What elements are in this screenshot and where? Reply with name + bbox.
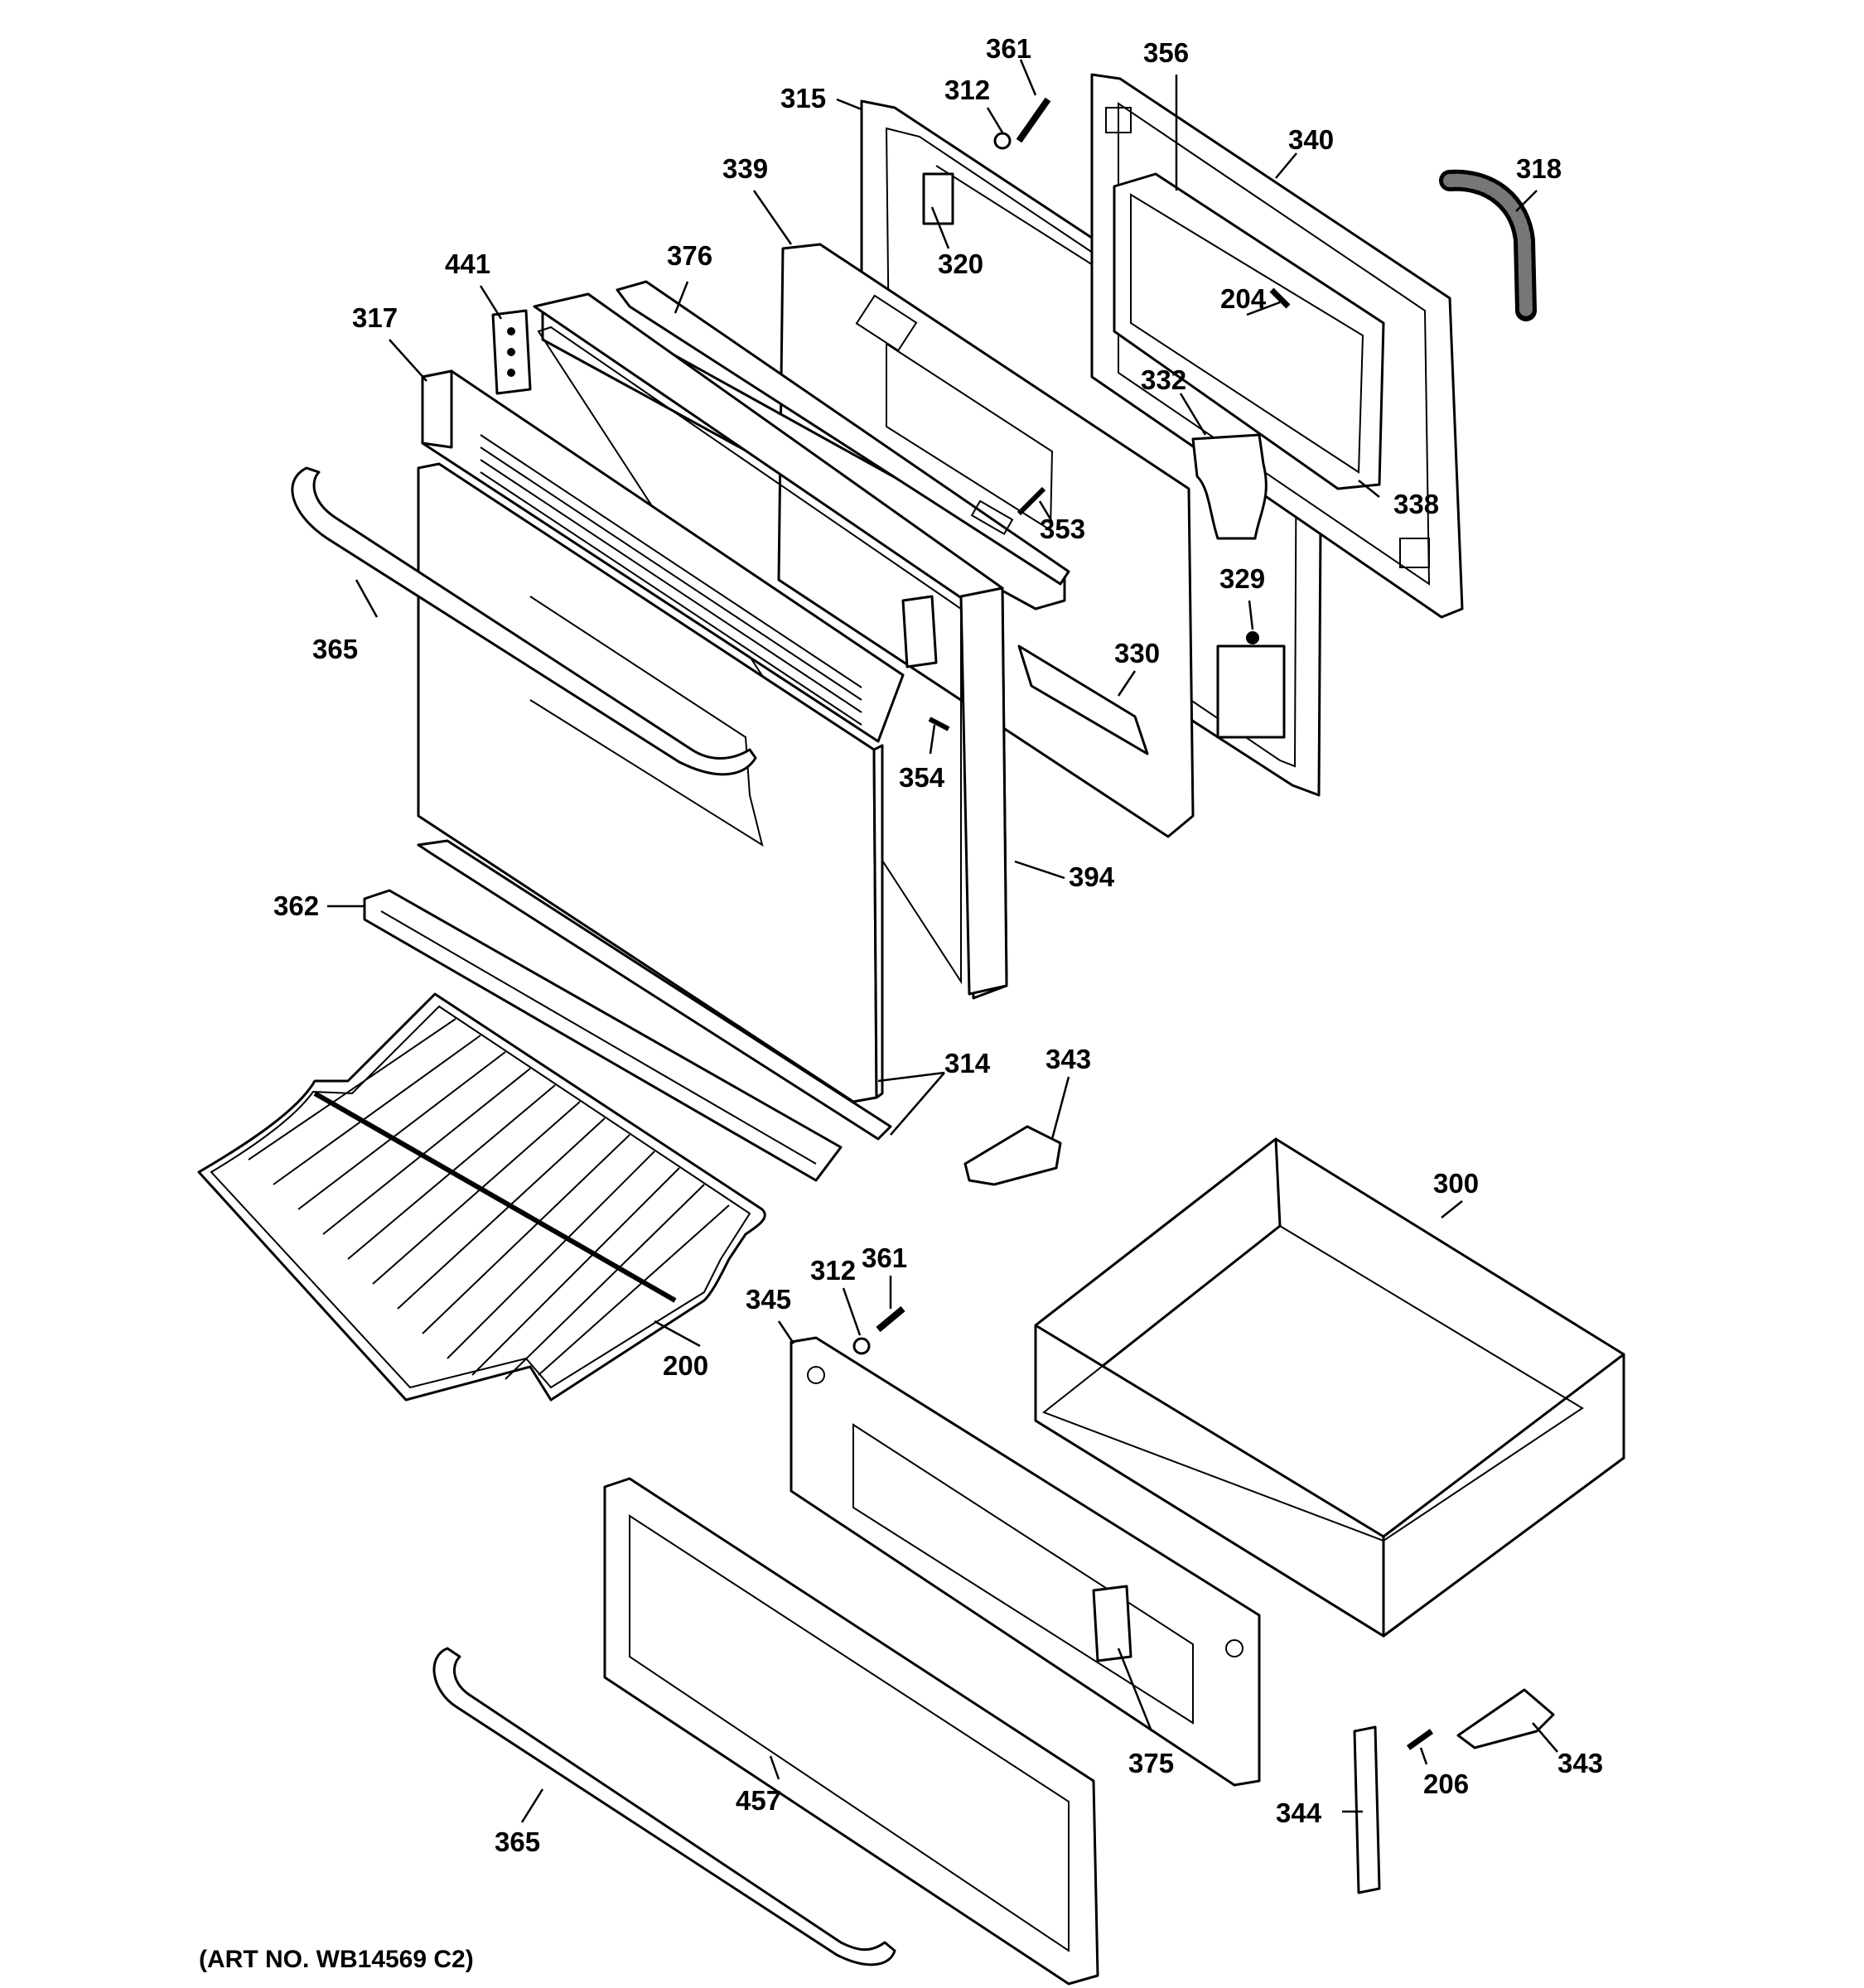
callout-457: 457 [736, 1785, 781, 1816]
door-gasket [1439, 169, 1537, 321]
callout-339: 339 [722, 153, 768, 184]
callout-361-top: 361 [986, 33, 1031, 64]
callout-394: 394 [1069, 861, 1115, 892]
drawer-front-panel [790, 1336, 1261, 1787]
callout-317: 317 [352, 302, 398, 333]
callout-362: 362 [273, 890, 319, 921]
callout-356: 356 [1143, 37, 1189, 68]
callout-343-lower: 343 [1557, 1748, 1603, 1778]
door-side-trim [533, 292, 1008, 1000]
callout-353: 353 [1040, 514, 1085, 544]
oven-door-handle [291, 466, 757, 776]
vent-slots [480, 434, 862, 726]
callout-441: 441 [445, 248, 490, 279]
callout-343-top: 343 [1045, 1044, 1091, 1074]
callout-320: 320 [938, 248, 983, 279]
screw-353 [1017, 486, 1046, 516]
callout-338: 338 [1393, 489, 1439, 519]
callout-204: 204 [1220, 283, 1267, 314]
nut-329 [1246, 631, 1259, 644]
callout-361-lower: 361 [862, 1242, 907, 1273]
screw-206 [1406, 1729, 1434, 1750]
storage-drawer [1034, 1137, 1625, 1638]
door-hinge-bracket [901, 172, 954, 668]
callout-330: 330 [1114, 638, 1160, 668]
washer-312-lower [852, 1337, 871, 1355]
callout-365-lower: 365 [495, 1826, 540, 1857]
callout-300: 300 [1433, 1168, 1479, 1199]
callout-375: 375 [1128, 1748, 1174, 1778]
drawer-front [603, 1477, 1099, 1986]
callout-340: 340 [1288, 124, 1334, 155]
vent-trim [421, 369, 905, 743]
door-bottom-trim [363, 889, 843, 1182]
drawer-hinge-bracket [1092, 1585, 1132, 1662]
screw-361-top [1016, 97, 1051, 143]
callout-344: 344 [1276, 1797, 1322, 1828]
oven-rack [197, 992, 766, 1402]
callout-206: 206 [1423, 1768, 1469, 1799]
art-number: (ART NO. WB14569 C2) [199, 1946, 474, 1973]
callout-314: 314 [944, 1048, 991, 1078]
callout-312-lower: 312 [810, 1255, 856, 1286]
drawer-glide-lower [1456, 1688, 1555, 1749]
callout-329: 329 [1219, 563, 1265, 594]
leader-lines [327, 59, 1558, 1823]
drawer-rail [1353, 1725, 1381, 1894]
callout-312-top: 312 [944, 75, 990, 105]
door-bottom-channel [417, 839, 892, 1141]
support-bracket [1191, 433, 1268, 540]
rack-wires [248, 1018, 730, 1380]
callout-labels: 361 356 312 315 340 318 339 320 204 441 … [273, 33, 1603, 1857]
drawer-glide-upper [963, 1125, 1062, 1186]
callout-345: 345 [746, 1284, 791, 1315]
hinge-bracket [491, 309, 532, 395]
door-insulation [1017, 644, 1149, 755]
screw-354 [928, 717, 950, 731]
callout-365-top: 365 [312, 634, 358, 664]
callout-200: 200 [663, 1350, 708, 1381]
drawer-handle [432, 1647, 896, 1966]
door-window-glass [1113, 172, 1385, 490]
callout-376: 376 [667, 240, 712, 271]
door-outer-panel [417, 462, 884, 1103]
callout-315: 315 [780, 83, 826, 113]
screw-204 [1269, 287, 1291, 309]
callout-354: 354 [899, 762, 945, 793]
washer-312-top [993, 132, 1012, 150]
screw-361-lower [876, 1305, 905, 1333]
callout-332: 332 [1141, 364, 1186, 395]
callout-318: 318 [1516, 153, 1562, 184]
